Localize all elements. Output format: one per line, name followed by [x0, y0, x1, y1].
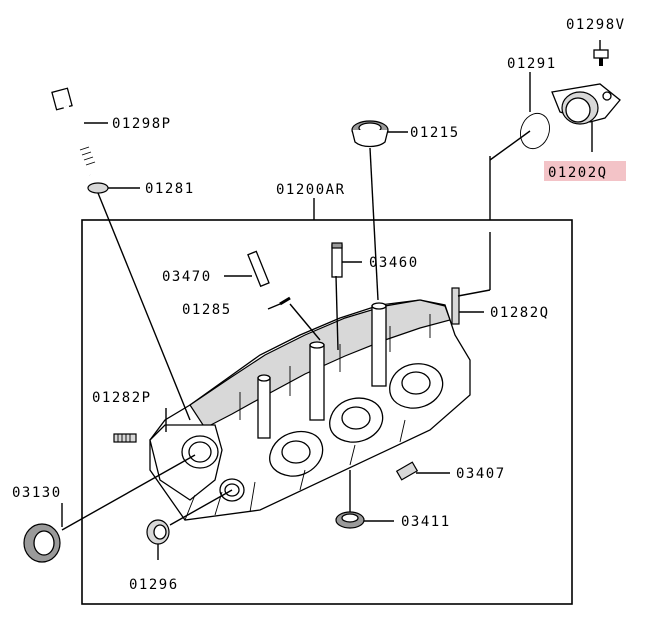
label-01282P[interactable]: 01282P: [92, 390, 152, 406]
housing-01202Q-shape: [551, 83, 621, 125]
plug-01285-shape: [279, 296, 291, 306]
washer-01281-shape: [87, 182, 109, 194]
leader-lines: [61, 40, 601, 560]
label-01202Q[interactable]: 01202Q: [548, 165, 608, 181]
label-01296[interactable]: 01296: [129, 577, 179, 593]
pin-03470-shape: [247, 250, 270, 288]
label-01298P[interactable]: 01298P: [112, 116, 172, 132]
bolt-01298P-shape: [51, 87, 96, 176]
pin-03460-shape: [331, 242, 343, 278]
label-03407[interactable]: 03407: [456, 466, 506, 482]
highlight-01202Q: [544, 161, 626, 181]
label-03470[interactable]: 03470: [162, 269, 212, 285]
assembly-frame: [81, 219, 573, 605]
stud-01282Q-shape: [451, 287, 460, 325]
label-01282Q[interactable]: 01282Q: [490, 305, 550, 321]
cylinder-head-illustration: [149, 299, 471, 521]
label-03130[interactable]: 03130: [12, 485, 62, 501]
oring-01291-shape: [520, 112, 550, 150]
label-01200AR[interactable]: 01200AR: [276, 182, 346, 198]
label-01285[interactable]: 01285: [182, 302, 232, 318]
stud-01282P-shape: [113, 433, 137, 443]
seal-01215-shape: [351, 120, 389, 148]
label-01215[interactable]: 01215: [410, 125, 460, 141]
oilseal-03130-shape: [23, 523, 61, 563]
seal-03411-shape: [335, 511, 365, 529]
label-01298V[interactable]: 01298V: [566, 17, 626, 33]
plug-01296-shape: [146, 519, 170, 545]
label-01291[interactable]: 01291: [507, 56, 557, 72]
label-03411[interactable]: 03411: [401, 514, 451, 530]
label-03460[interactable]: 03460: [369, 255, 419, 271]
label-01281[interactable]: 01281: [145, 181, 195, 197]
gasket-03407-shape: [395, 461, 419, 481]
part-labels: 01298V 01291 01298P 01215 01202Q 01281 0…: [12, 17, 626, 593]
screw-01298V-shape: [593, 49, 609, 66]
